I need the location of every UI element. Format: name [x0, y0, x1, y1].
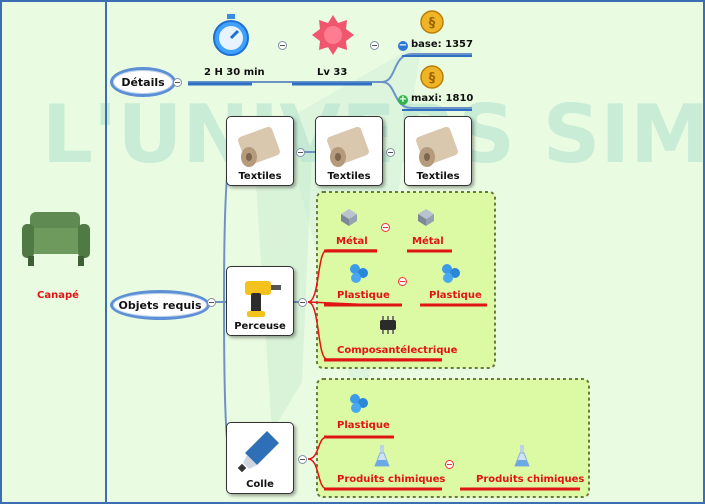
textile-label: Textiles [327, 171, 371, 182]
chemical-flask-icon [514, 445, 530, 467]
glue-collapse-toggle[interactable] [298, 455, 307, 464]
simoleon-coin-icon: § [420, 10, 444, 34]
base-price: −base: 1357 [398, 39, 473, 51]
part-label: Métal [336, 236, 368, 247]
textile-label: Textiles [416, 171, 460, 182]
textile-card[interactable]: Textiles [315, 116, 383, 186]
simoleon-coin-icon: § [420, 65, 444, 89]
stopwatch-icon [213, 14, 249, 56]
plastic-pellets-icon [442, 264, 460, 283]
textile-label: Textiles [238, 171, 282, 182]
glue-tube-icon [237, 431, 279, 473]
drill-label: Perceuse [234, 321, 286, 332]
base-price-label: base: 1357 [411, 39, 473, 50]
part-label: Plastique [429, 290, 482, 301]
fabric-roll-icon [416, 126, 458, 167]
details-collapse-toggle[interactable] [173, 78, 182, 87]
part-collapse-toggle[interactable] [445, 460, 454, 469]
level-value: Lv 33 [317, 67, 348, 78]
plus-bullet-icon: + [398, 94, 408, 105]
svg-text:§: § [429, 16, 436, 31]
fabric-roll-icon [327, 126, 369, 167]
glue-label: Colle [246, 479, 274, 490]
electronic-chip-icon [380, 316, 396, 334]
textile-collapse-toggle[interactable] [296, 148, 305, 157]
metal-ingot-icon [341, 209, 357, 226]
part-label: Plastique [337, 420, 390, 431]
duration-value: 2 H 30 min [204, 67, 265, 78]
max-price: +maxi: 1810 [398, 93, 473, 105]
metal-ingot-icon [418, 209, 434, 226]
textile-collapse-toggle[interactable] [386, 148, 395, 157]
details-node[interactable]: Détails [110, 67, 176, 97]
svg-text:§: § [429, 71, 436, 86]
glue-card[interactable]: Colle [226, 422, 294, 494]
part-label: Composantélectrique [337, 345, 458, 356]
fabric-roll-icon [238, 126, 280, 167]
part-collapse-toggle[interactable] [398, 277, 407, 286]
drill-icon [245, 281, 281, 317]
object-name: Canapé [37, 290, 79, 301]
chemical-flask-icon [374, 445, 390, 467]
sofa-icon [22, 212, 90, 266]
part-label: Produits chimiques [476, 474, 585, 485]
part-label: Produits chimiques [337, 474, 446, 485]
plastic-pellets-icon [350, 264, 368, 283]
level-collapse-toggle[interactable] [370, 41, 379, 50]
drill-collapse-toggle[interactable] [298, 298, 307, 307]
duration-collapse-toggle[interactable] [278, 41, 287, 50]
textile-card[interactable]: Textiles [226, 116, 294, 186]
textile-card[interactable]: Textiles [404, 116, 472, 186]
minus-bullet-icon: − [398, 40, 408, 51]
required-objects-node[interactable]: Objets requis [110, 290, 210, 320]
part-collapse-toggle[interactable] [381, 223, 390, 232]
max-price-label: maxi: 1810 [411, 93, 474, 104]
part-label: Métal [412, 236, 444, 247]
required-collapse-toggle[interactable] [207, 298, 216, 307]
plastic-pellets-icon [350, 394, 368, 413]
part-label: Plastique [337, 290, 390, 301]
drill-card[interactable]: Perceuse [226, 266, 294, 336]
level-star-icon [312, 15, 354, 55]
